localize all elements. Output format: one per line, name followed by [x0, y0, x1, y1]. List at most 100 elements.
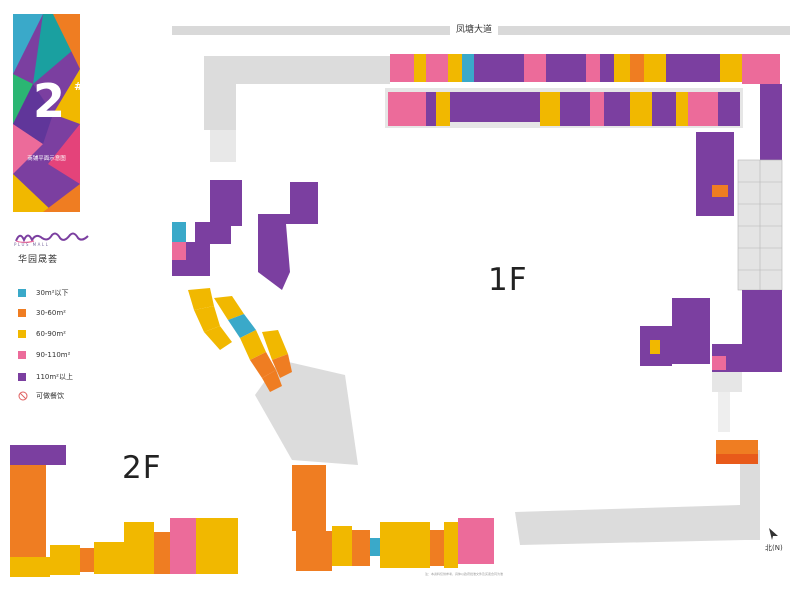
- shop: [600, 54, 614, 82]
- shop: [194, 306, 220, 332]
- shop: [195, 222, 231, 244]
- shop: [590, 92, 604, 126]
- shop: [414, 54, 426, 82]
- corridor-south: [515, 505, 745, 545]
- shop: [204, 326, 232, 350]
- shop: [262, 370, 282, 392]
- floor-label-2f: 2F: [122, 450, 162, 486]
- logo-wordmark: [15, 232, 89, 244]
- floor-2f-shops: [10, 445, 238, 577]
- shop: [370, 538, 380, 556]
- legend-swatch: [18, 373, 26, 381]
- shop: [172, 260, 186, 276]
- legend-item-food: 可做餐饮: [18, 391, 64, 401]
- legend-item-over-110: 110m²以上: [18, 372, 73, 382]
- logo-chinese-name: 华园晟荟: [18, 255, 59, 265]
- shop: [352, 530, 370, 566]
- north-arrow-icon: [769, 528, 778, 540]
- shop: [10, 465, 46, 483]
- shop: [188, 288, 214, 310]
- shop: [10, 501, 46, 519]
- north-shops: [388, 54, 782, 216]
- shop: [172, 222, 186, 242]
- parking-grid: [737, 159, 783, 291]
- floor-label-1f: 1F: [488, 262, 528, 298]
- shop: [172, 242, 186, 260]
- shop: [742, 290, 782, 372]
- shop: [154, 532, 170, 574]
- shop: [426, 92, 436, 126]
- shop: [672, 298, 710, 364]
- legend-label: 90-110m²: [36, 351, 71, 359]
- stairs-east: [718, 392, 730, 432]
- shop: [94, 542, 124, 574]
- legend-label: 可做餐饮: [36, 392, 64, 400]
- shop: [614, 54, 630, 82]
- shop: [524, 54, 546, 82]
- road-label: 凤塘大道: [450, 24, 499, 37]
- legend-swatch: [18, 309, 26, 317]
- legend-item-90-110: 90-110m²: [18, 351, 70, 359]
- corridor-east: [740, 450, 760, 540]
- no-food-icon: [18, 391, 28, 401]
- legend-item-60-90: 60-90m²: [18, 330, 66, 338]
- shop: [80, 548, 94, 572]
- north-label: 北(N): [765, 544, 783, 552]
- shop: [716, 440, 758, 454]
- shop: [688, 92, 718, 126]
- shop: [444, 522, 458, 568]
- shop: [10, 445, 66, 465]
- shop: [666, 54, 720, 82]
- shop: [450, 92, 540, 122]
- shop: [430, 530, 444, 566]
- shop: [458, 518, 480, 564]
- south-shops: [292, 465, 494, 571]
- shop: [124, 522, 154, 574]
- logo-tagline: PLUS MALL: [14, 242, 50, 247]
- west-shops: [172, 180, 292, 392]
- shop: [404, 522, 430, 568]
- shop: [262, 330, 288, 360]
- shop: [742, 54, 780, 84]
- legend-label: 30m²以下: [36, 289, 69, 297]
- shop: [696, 132, 734, 216]
- logo: [14, 229, 94, 248]
- legend-label: 60-90m²: [36, 330, 66, 338]
- central-shop-block: [258, 182, 318, 290]
- panel-subtitle: 商铺平面示意图: [27, 156, 66, 162]
- east-shops: [640, 290, 782, 464]
- corridor-east-stub: [712, 372, 742, 392]
- shop: [716, 454, 758, 464]
- shop: [240, 330, 266, 360]
- shop: [390, 54, 414, 82]
- shop: [630, 54, 644, 82]
- shop: [216, 518, 238, 574]
- building-number-mark: #: [74, 80, 80, 93]
- shop: [272, 354, 292, 378]
- corridor-nw: [204, 56, 390, 130]
- shop: [10, 483, 46, 501]
- shop: [228, 314, 256, 338]
- legend-swatch: [18, 351, 26, 359]
- legend-item-30-60: 30-60m²: [18, 309, 66, 317]
- shop: [388, 92, 426, 126]
- shop: [50, 545, 80, 575]
- shop: [560, 92, 590, 126]
- shop: [196, 518, 216, 574]
- shop: [436, 92, 450, 126]
- shop: [720, 54, 742, 82]
- shop: [650, 340, 660, 354]
- shop: [10, 519, 46, 537]
- shop: [712, 185, 728, 197]
- shop: [292, 501, 326, 531]
- shop: [540, 92, 560, 126]
- shop: [474, 54, 524, 82]
- legend-swatch: [18, 289, 26, 297]
- shop: [426, 54, 448, 82]
- shop: [604, 92, 630, 126]
- stairs-nw: [210, 130, 236, 162]
- shop: [380, 522, 404, 568]
- shop: [448, 54, 462, 82]
